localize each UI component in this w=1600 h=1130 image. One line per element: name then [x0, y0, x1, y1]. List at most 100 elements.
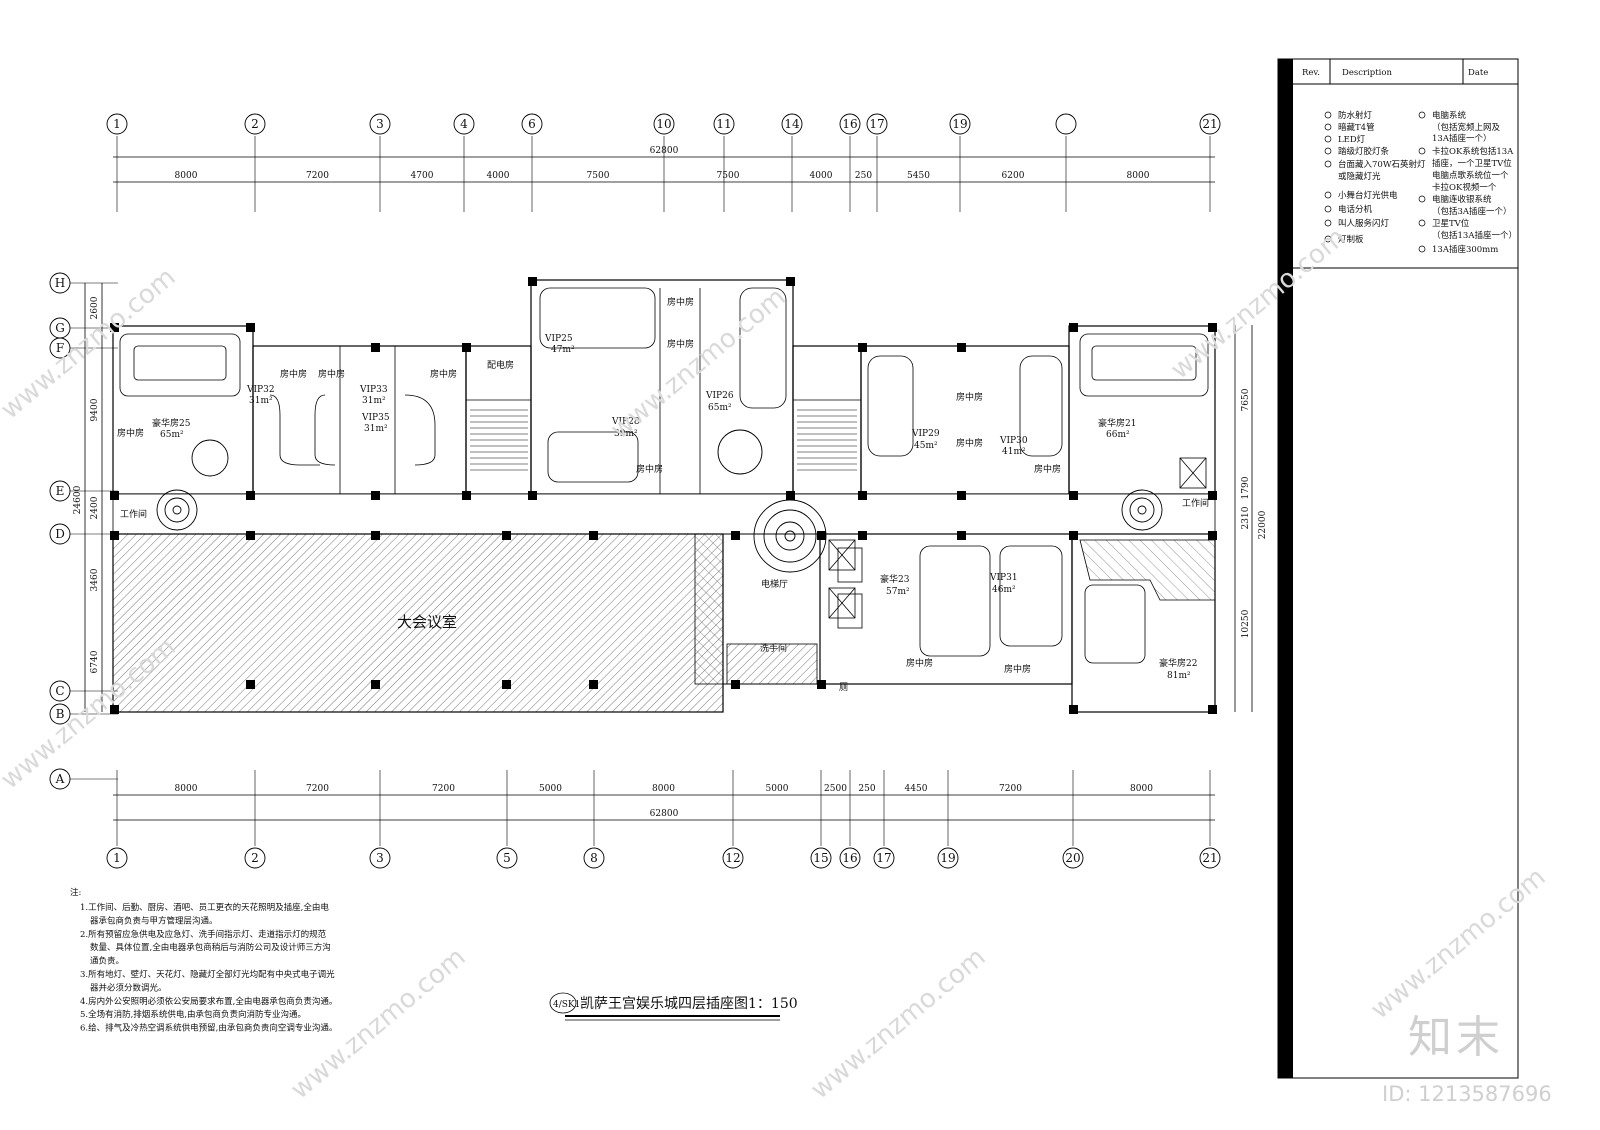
legend-left-item: 电话分机	[1338, 204, 1373, 215]
title-text: 凯萨王宫娱乐城四层插座图1：150	[580, 996, 798, 1012]
elevator-shafts	[828, 457, 1207, 619]
room-lux23-area: 57m²	[886, 587, 910, 597]
axis-label-left: C	[55, 684, 64, 698]
top-dimension: 4000	[810, 171, 833, 181]
top-dimension: 250	[855, 171, 872, 181]
axis-bubble-top	[866, 113, 888, 135]
bottom-total-dimension: 62800	[650, 809, 679, 819]
legend-symbol-icon	[1324, 235, 1332, 243]
room-vip33: VIP33	[359, 385, 388, 395]
left-dim-4: 24600	[73, 485, 83, 514]
legend-symbol-icon	[1324, 111, 1332, 119]
axis-bubble-top	[369, 113, 391, 135]
toilet-label: 厕	[839, 682, 848, 693]
bottom-dimension: 2500	[824, 784, 847, 794]
axis-label-bottom: 17	[876, 851, 891, 865]
axis-label-left: F	[56, 341, 64, 355]
legend-right-list: 电脑系统（包括宽频上网及13A插座一个）卡拉OK系统包括13A插座，一个卫星TV…	[1418, 110, 1517, 255]
room-vip31-area: 46m²	[992, 585, 1016, 595]
axis-label-left: A	[55, 772, 65, 786]
legend-right-item: 电脑连收银系统	[1432, 194, 1492, 205]
note-line: 数量、具体位置,全由电器承包商稍后与消防公司及设计师三方沟	[90, 942, 331, 953]
room-lux23: 豪华23	[880, 573, 910, 585]
right-dim-2: 1790	[1241, 476, 1251, 499]
legend-symbol-icon	[1324, 205, 1332, 213]
axis-label-bottom: 19	[940, 851, 955, 865]
bottom-dimension: 7200	[432, 784, 455, 794]
right-dim-4: 22000	[1258, 510, 1268, 539]
note-line: 器并必须分数调光。	[90, 982, 167, 993]
left-dim-6: 6740	[90, 650, 100, 673]
wash-room: 洗手间	[760, 642, 787, 654]
room-vip26: VIP26	[705, 391, 734, 401]
elevator-hall: 电梯厅	[761, 578, 788, 590]
note-line: 1.工作间、后勤、厨房、酒吧、员工更衣的天花照明及插座,全由电	[80, 902, 329, 913]
right-dim-1: 7650	[1241, 388, 1251, 411]
axis-bubble-bottom	[1062, 847, 1084, 869]
room-vip32-area: 31m²	[249, 396, 273, 406]
legend-symbol-icon	[1324, 135, 1332, 143]
axis-bubble-bottom	[810, 847, 832, 869]
axis-label-top: 10	[656, 117, 671, 131]
axis-bubble-top	[949, 113, 971, 135]
room-vip35-area: 31m²	[364, 424, 388, 434]
round-features	[156, 429, 1163, 573]
top-total-dimension: 62800	[650, 146, 679, 156]
room-vip25-area: 47m²	[551, 345, 575, 355]
axis-bubble-left	[49, 337, 71, 359]
axis-bubble-left	[49, 272, 71, 294]
legend-symbol-icon	[1418, 111, 1426, 119]
room-vip35: VIP35	[361, 413, 390, 423]
svg-text:www.znzmo.com: www.znzmo.com	[1165, 222, 1351, 385]
legend-black-bar	[1278, 59, 1293, 1078]
room-in-room-6: 房中房	[667, 338, 694, 350]
room-in-room-5: 房中房	[667, 296, 694, 308]
legend-left-item: 或隐藏灯光	[1338, 171, 1381, 182]
bottom-dimension: 7200	[306, 784, 329, 794]
room-in-room-10: 房中房	[1034, 463, 1061, 475]
bottom-dimension: 8000	[1130, 784, 1153, 794]
room-lux25-area: 65m²	[160, 430, 184, 440]
legend-symbol-icon	[1324, 219, 1332, 227]
axis-bubble-left	[49, 680, 71, 702]
room-in-room-7: 房中房	[636, 463, 663, 475]
corridor	[112, 493, 1216, 535]
left-dim-1: 2600	[90, 296, 100, 319]
note-line: 通负责。	[90, 956, 124, 967]
right-dim-3: 2310	[1241, 506, 1251, 529]
notes-block: 注: 1.工作间、后勤、厨房、酒吧、员工更衣的天花照明及插座,全由电器承包商负责…	[70, 887, 337, 1034]
axis-label-bottom: 3	[376, 851, 384, 865]
room-in-room-4: 房中房	[430, 368, 457, 380]
axis-bubble-top	[713, 113, 735, 135]
legend-left-item: 防水射灯	[1338, 110, 1373, 121]
legend-left-item: 踏级灯胶灯条	[1338, 146, 1390, 157]
axis-label-bottom: 1	[113, 851, 121, 865]
note-line: 2.所有预留应急供电及应急灯、洗手间指示灯、走道指示灯的规范	[80, 929, 327, 940]
room-vip28: VIP28	[611, 417, 640, 427]
notes-heading: 注:	[70, 887, 81, 898]
axis-label-bottom: 16	[842, 851, 857, 865]
legend-right-item: （包括13A插座一个）	[1432, 230, 1517, 241]
room-vip33-area: 31m²	[362, 396, 386, 406]
axis-bubble-top	[839, 113, 861, 135]
conference-room: 大会议室	[397, 613, 457, 631]
legend-right-item: 电脑点歌系统位一个	[1432, 170, 1509, 181]
bottom-dimension: 5000	[539, 784, 562, 794]
legend-right-item: 卡拉OK视频一个	[1432, 182, 1497, 193]
axis-label-top: 6	[528, 117, 536, 131]
axis-label-bottom: 20	[1065, 851, 1080, 865]
axis-bubble-top	[244, 113, 266, 135]
legend-symbol-icon	[1324, 123, 1332, 131]
axis-label-bottom: 15	[813, 851, 828, 865]
legend-right-item: 卡拉OK系统包括13A	[1432, 146, 1514, 157]
axis-label-top: 11	[716, 117, 731, 131]
room-in-room-2: 房中房	[280, 368, 307, 380]
axis-label-top: 16	[842, 117, 857, 131]
svg-text:www.znzmo.com: www.znzmo.com	[1365, 862, 1551, 1025]
bottom-dimension: 7200	[999, 784, 1022, 794]
axis-label-top: 4	[460, 117, 468, 131]
axis-label-top: 14	[784, 117, 800, 131]
room-lux25: 豪华房25	[152, 417, 191, 429]
